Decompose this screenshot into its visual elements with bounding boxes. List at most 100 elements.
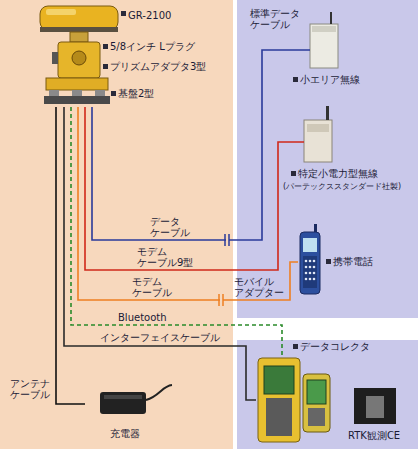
mobile-phone-illustration-part [303, 256, 317, 288]
charger-illustration [100, 385, 172, 414]
mobile-phone-illustration-part [309, 272, 312, 275]
gr2100-receiver-illustration-part [40, 27, 118, 32]
device-label: データコレクタ [300, 341, 370, 352]
device-box: 充電器 [85, 384, 175, 420]
data-collector-illustration-part [308, 408, 325, 426]
mobile-phone-illustration-part [313, 278, 316, 281]
data-collector-illustration-part [258, 358, 300, 442]
mobile-phone-illustration-part [309, 278, 312, 281]
label-bullets-part [111, 91, 116, 96]
gr2100-receiver-illustration-part [72, 90, 82, 96]
low-power-radio-illustration [304, 106, 332, 162]
part-label: 5/8インチ Lプラグ [110, 41, 195, 52]
data-cable-joint-part [228, 234, 230, 246]
data-cable-joint [225, 234, 229, 246]
device-box: 携帯電話 [298, 222, 322, 296]
device-label: 特定小電力型無線 [298, 168, 378, 179]
charger-illustration-part [104, 395, 142, 399]
modem-cable-joint [219, 294, 223, 306]
cable-line [78, 107, 298, 300]
mobile-phone-illustration-part [313, 266, 316, 269]
cable-label: アンテナ ケーブル [10, 378, 50, 400]
mobile-phone-illustration-part [305, 266, 308, 269]
data-collector-illustration-part [303, 374, 330, 432]
device-box: 特定小電力型無線(パーテックススタンダード社製) [304, 106, 332, 162]
right-bottom-panel [237, 340, 418, 449]
gr2100-receiver-illustration-part [52, 52, 58, 64]
mobile-phone-illustration-part [313, 272, 316, 275]
rtk-software-illustration-part [366, 396, 384, 418]
small-area-radio-illustration-part [310, 24, 338, 68]
data-cable-joint-part [224, 234, 226, 246]
gr2100-receiver-illustration-part [70, 32, 88, 42]
part-label: モバイル アダプター [234, 276, 284, 298]
part-label: 標準データ ケーブル [250, 8, 300, 30]
charger-illustration-part [100, 392, 146, 414]
mobile-phone-illustration-part [309, 260, 312, 263]
device-label: 携帯電話 [333, 256, 373, 267]
cable-line [56, 107, 85, 404]
data-collector-illustration-part [266, 398, 292, 436]
gr2100-receiver-illustration-part [49, 90, 59, 96]
modem-cable-joint-part [222, 294, 224, 306]
gr2100-receiver-illustration [40, 6, 118, 104]
modem-cable-joint-part [218, 294, 220, 306]
cable-label: インターフェイスケーブル [100, 332, 220, 343]
cable-label: モデム ケーブル9型 [137, 246, 193, 268]
device-label: 充電器 [110, 428, 140, 439]
gr2100-receiver-illustration-part [46, 9, 76, 15]
rtk-software-illustration [354, 388, 396, 424]
device-box: 小エリア無線 [310, 12, 338, 68]
left-panel [0, 0, 233, 449]
charger-illustration-part [146, 385, 172, 400]
data-collector-illustration [258, 358, 330, 442]
gr2100-receiver-illustration-part [95, 90, 105, 96]
cable-line [64, 107, 256, 400]
gr2100-receiver-illustration-part [40, 6, 118, 30]
label-bullets-part [326, 259, 331, 264]
mobile-phone-illustration-part [305, 272, 308, 275]
mobile-phone-illustration-part [309, 266, 312, 269]
device-label: RTK観測CE [348, 430, 400, 441]
cable-label: Bluetooth [118, 312, 167, 323]
label-bullets-part [293, 77, 298, 82]
mobile-phone-illustration-part [305, 278, 308, 281]
mobile-phone-illustration-part [303, 238, 317, 252]
label-bullets-part [291, 171, 296, 176]
mobile-phone-illustration-part [305, 260, 308, 263]
small-area-radio-illustration-part [312, 26, 336, 32]
mobile-phone-illustration [300, 224, 320, 294]
cable-line [85, 107, 304, 270]
gr2100-receiver-illustration-part [44, 96, 110, 104]
gr2100-receiver-illustration-part [58, 42, 100, 78]
mobile-phone-illustration-part [300, 232, 320, 294]
gr2100-receiver-illustration-part [46, 78, 108, 90]
device-box: RTK観測CE [352, 386, 398, 426]
cable-label: モデム ケーブル [132, 276, 172, 298]
device-label: 小エリア無線 [300, 74, 360, 85]
maker-note: (パーテックススタンダード社製) [283, 182, 401, 191]
low-power-radio-illustration-part [307, 124, 329, 132]
data-collector-illustration-part [264, 366, 294, 394]
label-bullets-part [103, 64, 108, 69]
data-collector-illustration-part [307, 380, 326, 404]
device-label: GR-2100 [128, 10, 171, 21]
low-power-radio-illustration-part [304, 120, 332, 162]
label-bullets-part [293, 344, 298, 349]
label-bullets [103, 11, 331, 349]
cable-line [71, 107, 282, 356]
small-area-radio-illustration-part [330, 12, 332, 24]
mobile-phone-illustration-part [313, 260, 316, 263]
low-power-radio-illustration-part [326, 106, 329, 120]
device-box: GR-2100 [38, 3, 120, 107]
rtk-software-illustration-part [354, 388, 396, 424]
small-area-radio-illustration [310, 12, 338, 68]
gr2100-receiver-illustration-part [72, 51, 86, 65]
label-bullets-part [103, 44, 108, 49]
part-label: 基盤2型 [118, 88, 154, 99]
part-label: プリズムアダプタ3型 [110, 61, 206, 72]
